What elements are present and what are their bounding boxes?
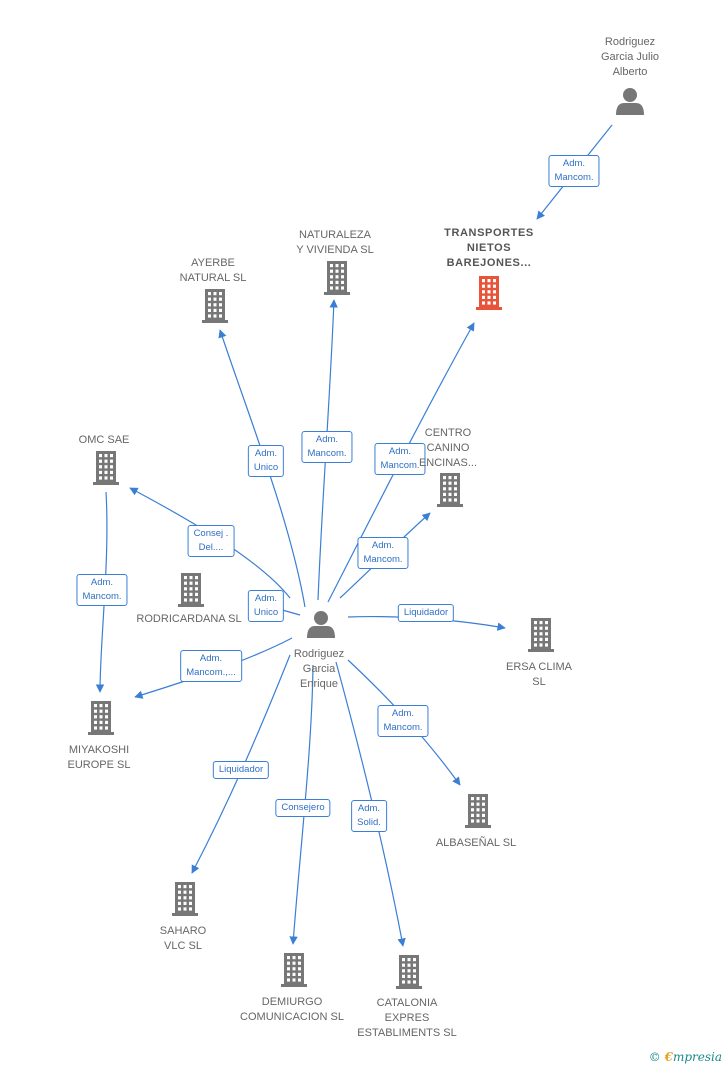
node-label-ersa[interactable]: ERSA CLIMA SL — [505, 661, 573, 688]
node-label-centro[interactable]: CENTRO CANINO ENCINAS... — [418, 427, 478, 469]
edge-label-omc[interactable]: Consej . Del.... — [187, 525, 235, 557]
edge-label-transportes[interactable]: Adm. Mancom. — [374, 443, 426, 475]
building-icon-rodricardana[interactable] — [178, 573, 204, 607]
edge-label-saharo[interactable]: Liquidador — [212, 761, 270, 779]
edge-label-rodricardana[interactable]: Adm. Unico — [247, 590, 285, 622]
brand-logo: €mpresia — [664, 1050, 722, 1064]
edge-label-albasenal[interactable]: Adm. Mancom. — [377, 705, 429, 737]
node-label-albasenal[interactable]: ALBASEÑAL SL — [435, 837, 517, 849]
node-label-catalonia[interactable]: CATALONIA EXPRES ESTABLIMENTS SL — [357, 997, 457, 1039]
edge-label-naturaleza[interactable]: Adm. Mancom. — [301, 431, 353, 463]
node-label-ayerbe[interactable]: AYERBE NATURAL SL — [179, 257, 247, 284]
edge-label-miyakoshi[interactable]: Adm. Mancom.,... — [180, 650, 242, 682]
building-icon-saharo[interactable] — [172, 882, 198, 916]
node-label-center[interactable]: Rodriguez Garcia Enrique — [293, 648, 345, 690]
copyright-symbol: © — [648, 1050, 661, 1064]
building-icon-transportes[interactable] — [476, 276, 502, 310]
edge-label-ayerbe[interactable]: Adm. Unico — [247, 445, 285, 477]
building-icon-albasenal[interactable] — [465, 794, 491, 828]
edge-label-demiurgo[interactable]: Consejero — [275, 799, 331, 817]
building-icon-ayerbe[interactable] — [202, 289, 228, 323]
person-icon-rodriguez_julio[interactable] — [616, 88, 644, 115]
building-icon-centro[interactable] — [437, 473, 463, 507]
edge-label-transportes[interactable]: Adm. Mancom. — [548, 155, 600, 187]
building-icon-miyakoshi[interactable] — [88, 701, 114, 735]
building-icon-demiurgo[interactable] — [281, 953, 307, 987]
person-icon-center[interactable] — [307, 611, 335, 638]
edge-label-miyakoshi[interactable]: Adm. Mancom. — [76, 574, 128, 606]
node-label-demiurgo[interactable]: DEMIURGO COMUNICACION SL — [240, 996, 344, 1023]
building-icon-omc[interactable] — [93, 451, 119, 485]
node-label-transportes[interactable]: TRANSPORTES NIETOS BAREJONES... — [444, 227, 534, 269]
node-label-omc[interactable]: OMC SAE — [78, 434, 130, 446]
footer-brand[interactable]: © €mpresia — [649, 1050, 722, 1064]
edge-label-catalonia[interactable]: Adm. Solid. — [351, 800, 387, 832]
building-icon-ersa[interactable] — [528, 618, 554, 652]
node-label-naturaleza[interactable]: NATURALEZA Y VIVIENDA SL — [296, 229, 374, 256]
icons-layer — [88, 88, 644, 989]
node-label-miyakoshi[interactable]: MIYAKOSHI EUROPE SL — [67, 744, 131, 771]
building-icon-catalonia[interactable] — [396, 955, 422, 989]
edge-label-ersa[interactable]: Liquidador — [397, 604, 455, 622]
node-label-rodricardana[interactable]: RODRICARDANA SL — [136, 613, 242, 625]
building-icon-naturaleza[interactable] — [324, 261, 350, 295]
node-label-rodriguez_julio[interactable]: Rodriguez Garcia Julio Alberto — [600, 36, 660, 78]
edge-label-centro[interactable]: Adm. Mancom. — [357, 537, 409, 569]
node-label-saharo[interactable]: SAHARO VLC SL — [159, 925, 207, 952]
